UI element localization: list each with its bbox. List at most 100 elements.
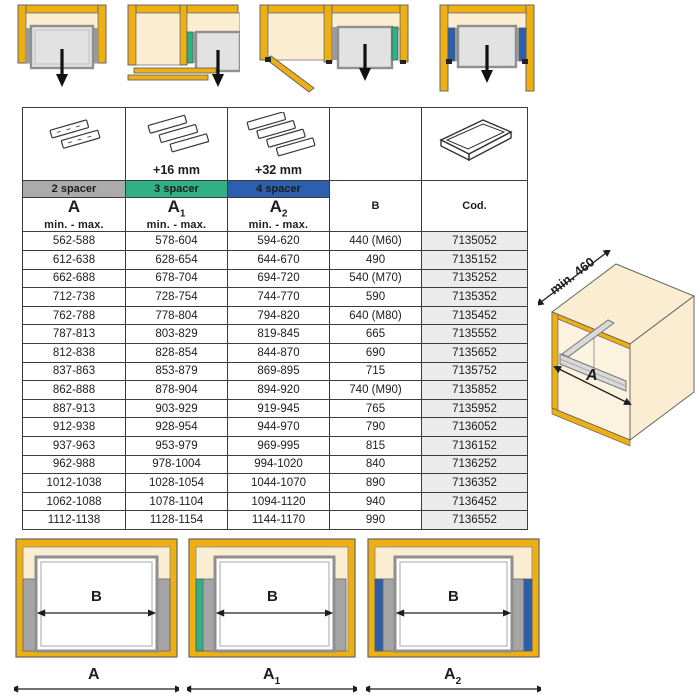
table-row: 787-813 803-829 819-845 665 7135552 xyxy=(22,324,528,344)
cell-a1-range: 678-704 xyxy=(125,268,228,289)
cell-cod-value: 7135352 xyxy=(421,287,528,307)
cell-cod-value: 7136552 xyxy=(421,510,528,530)
cell-a1-range: 953-979 xyxy=(125,435,228,456)
front-diagram-2-spacer: B A xyxy=(14,538,179,693)
cell-a1-range: 928-954 xyxy=(125,417,228,437)
cell-a2-range: 1094-1120 xyxy=(227,491,330,512)
cell-a2-range: 944-970 xyxy=(227,417,330,437)
cell-cod-value: 7135752 xyxy=(421,361,528,382)
cell-cod-value: 7136252 xyxy=(421,454,528,475)
b-icon-cell-empty xyxy=(329,107,422,181)
cell-cod-value: 7136452 xyxy=(421,491,528,512)
cell-b-value: 715 xyxy=(329,361,422,382)
cell-cod-value: 7135652 xyxy=(421,343,528,363)
cell-a-range: 662-688 xyxy=(22,268,126,289)
outer-width-label: A xyxy=(88,666,100,683)
cell-a2-range: 644-670 xyxy=(227,250,330,270)
cell-a2-range: 844-870 xyxy=(227,343,330,363)
b-column-header: B xyxy=(329,179,422,233)
spacer-dimension-table: +16 mm +32 mm xyxy=(22,107,528,530)
cell-a-range: 887-913 xyxy=(22,398,126,419)
spacer-2-offset-label xyxy=(72,164,75,179)
cell-a2-range: 744-770 xyxy=(227,287,330,307)
cell-b-value: 665 xyxy=(329,324,422,344)
spacer-3-offset-label: +16 mm xyxy=(153,163,200,178)
cell-a2-range: 994-1020 xyxy=(227,454,330,475)
table-row: 662-688 678-704 694-720 540 (M70) 713525… xyxy=(22,268,528,289)
cell-a-range: 712-738 xyxy=(22,287,126,307)
cell-a2-range: 819-845 xyxy=(227,324,330,344)
cell-b-value: 890 xyxy=(329,473,422,493)
config-diagram-sliding-door-icon xyxy=(127,4,240,87)
cell-cod-value: 7135252 xyxy=(421,268,528,289)
cell-a-range: 562-588 xyxy=(22,231,126,252)
cell-cod-value: 7135052 xyxy=(421,231,528,252)
iso-width-label: A xyxy=(585,367,598,384)
cell-a1-range: 978-1004 xyxy=(125,454,228,475)
cell-a-range: 912-938 xyxy=(22,417,126,437)
spacer-2-icon-cell xyxy=(22,107,126,181)
dim-a2-header: A2 min. - max. xyxy=(227,196,330,233)
cell-a-range: 1112-1138 xyxy=(22,510,126,530)
spacer-4-icon-cell: +32 mm xyxy=(227,107,330,181)
tray-icon xyxy=(438,118,513,161)
table-dim-row: A min. - max. A1 min. - max. A2 min. - m… xyxy=(22,196,528,233)
outer-width-label: A1 xyxy=(263,666,281,687)
cell-a1-range: 803-829 xyxy=(125,324,228,344)
cell-a-range: 612-638 xyxy=(22,250,126,270)
cell-a1-range: 828-854 xyxy=(125,343,228,363)
cell-b-value: 990 xyxy=(329,510,422,530)
cell-b-value: 815 xyxy=(329,435,422,456)
cell-b-value: 540 (M70) xyxy=(329,268,422,289)
cell-a-range: 762-788 xyxy=(22,305,126,326)
cell-b-value: 790 xyxy=(329,417,422,437)
cell-a1-range: 1128-1154 xyxy=(125,510,228,530)
table-row: 562-588 578-604 594-620 440 (M60) 713505… xyxy=(22,231,528,252)
table-row: 612-638 628-654 644-670 490 7135152 xyxy=(22,250,528,270)
table-row: 1012-1038 1028-1054 1044-1070 890 713635… xyxy=(22,473,528,493)
config-diagram-inset-drawer-icon xyxy=(439,4,535,92)
cell-a2-range: 794-820 xyxy=(227,305,330,326)
table-icon-row: +16 mm +32 mm xyxy=(22,107,528,181)
cell-cod-value: 7135152 xyxy=(421,250,528,270)
cell-a-range: 812-838 xyxy=(22,343,126,363)
cell-b-value: 940 xyxy=(329,491,422,512)
table-row: 762-788 778-804 794-820 640 (M80) 713545… xyxy=(22,305,528,326)
table-row: 812-838 828-854 844-870 690 7135652 xyxy=(22,343,528,363)
table-row: 1112-1138 1128-1154 1144-1170 990 713655… xyxy=(22,510,528,530)
cell-a-range: 787-813 xyxy=(22,324,126,344)
cell-a1-range: 578-604 xyxy=(125,231,228,252)
cell-a-range: 962-988 xyxy=(22,454,126,475)
cell-a1-range: 1028-1054 xyxy=(125,473,228,493)
cell-a-range: 862-888 xyxy=(22,380,126,400)
table-row: 712-738 728-754 744-770 590 7135352 xyxy=(22,287,528,307)
cell-cod-value: 7135852 xyxy=(421,380,528,400)
table-band-row: 2 spacer 3 spacer 4 spacer B Cod. xyxy=(22,179,528,233)
cell-cod-value: 7135952 xyxy=(421,398,528,419)
cell-a2-range: 919-945 xyxy=(227,398,330,419)
cell-cod-value: 7136152 xyxy=(421,435,528,456)
spacer-4-icon xyxy=(246,112,315,157)
cell-a2-range: 594-620 xyxy=(227,231,330,252)
table-row: 887-913 903-929 919-945 765 7135952 xyxy=(22,398,528,419)
band-3-spacer: 3 spacer xyxy=(125,180,228,198)
band-2-spacer: 2 spacer xyxy=(22,180,126,198)
front-diagram-4-spacer: B A2 xyxy=(366,538,541,693)
cell-a-range: 837-863 xyxy=(22,361,126,382)
cell-a1-range: 628-654 xyxy=(125,250,228,270)
cell-a-range: 1012-1038 xyxy=(22,473,126,493)
cell-cod-value: 7135552 xyxy=(421,324,528,344)
cell-b-value: 740 (M90) xyxy=(329,380,422,400)
cell-a1-range: 878-904 xyxy=(125,380,228,400)
cell-cod-value: 7136052 xyxy=(421,417,528,437)
table-row: 962-988 978-1004 994-1020 840 7136252 xyxy=(22,454,528,475)
cell-b-value: 765 xyxy=(329,398,422,419)
dim-a1-header: A1 min. - max. xyxy=(125,196,228,233)
table-row: 1062-1088 1078-1104 1094-1120 940 713645… xyxy=(22,491,528,512)
table-row: 837-863 853-879 869-895 715 7135752 xyxy=(22,361,528,382)
cell-a1-range: 1078-1104 xyxy=(125,491,228,512)
cell-a-range: 1062-1088 xyxy=(22,491,126,512)
cell-a2-range: 1144-1170 xyxy=(227,510,330,530)
band-4-spacer: 4 spacer xyxy=(227,180,330,198)
